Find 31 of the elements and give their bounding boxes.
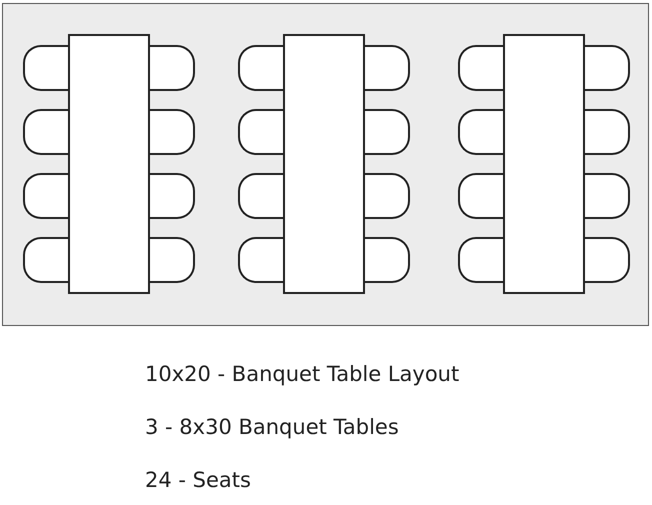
chair xyxy=(458,45,503,91)
room-floor xyxy=(2,3,649,326)
caption-text: 3 - 8x30 Banquet Tables xyxy=(145,415,399,439)
banquet-table xyxy=(283,34,365,294)
chair xyxy=(150,109,195,155)
chair xyxy=(238,109,283,155)
chair xyxy=(458,237,503,283)
chair xyxy=(238,45,283,91)
chair xyxy=(365,173,410,219)
chair xyxy=(585,109,630,155)
chair xyxy=(585,237,630,283)
chair xyxy=(150,45,195,91)
caption-text: 24 - Seats xyxy=(145,468,251,492)
chair xyxy=(238,173,283,219)
chair xyxy=(23,173,68,219)
chair xyxy=(365,109,410,155)
chair xyxy=(458,173,503,219)
banquet-table xyxy=(68,34,150,294)
chair xyxy=(150,237,195,283)
chair xyxy=(23,45,68,91)
chair xyxy=(585,45,630,91)
chair xyxy=(365,237,410,283)
chair xyxy=(585,173,630,219)
banquet-table xyxy=(503,34,585,294)
chair xyxy=(23,237,68,283)
chair xyxy=(365,45,410,91)
chair xyxy=(23,109,68,155)
chair xyxy=(238,237,283,283)
chair xyxy=(458,109,503,155)
chair xyxy=(150,173,195,219)
caption-text: 10x20 - Banquet Table Layout xyxy=(145,362,460,386)
